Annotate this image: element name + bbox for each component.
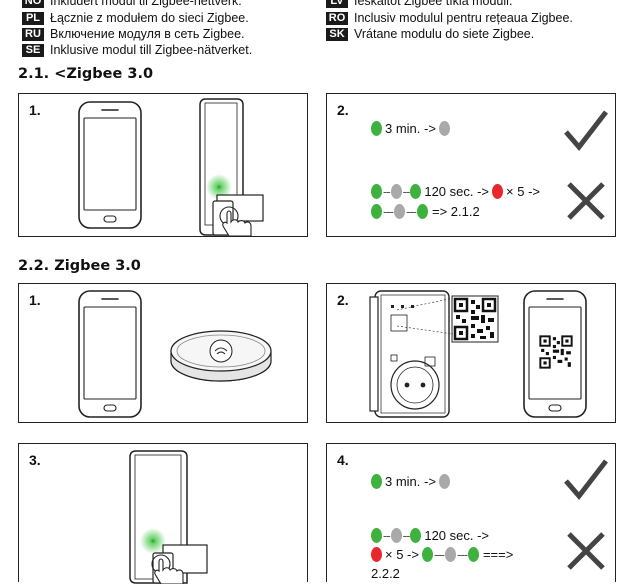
qr-pointer-lines <box>396 297 454 335</box>
step-number: 4. <box>337 452 349 468</box>
fail-sequence-line-1: -- -- 120 sec. -> × 5 -> <box>371 184 540 199</box>
fail-sequence-line-1: -- -- 120 sec. -> <box>371 528 489 543</box>
lang-text: Inkludert modul til Zigbee-nettverk. <box>50 0 242 8</box>
qr-code-icon <box>451 295 499 343</box>
hub-icon <box>170 330 272 382</box>
lang-row-ru: RU Включение модуля в сеть Zigbee. <box>22 27 245 42</box>
led-dot-icon <box>390 184 402 199</box>
step-number: 1. <box>29 102 41 118</box>
lang-row-se: SE Inklusive modul till Zigbee-nätverket… <box>22 43 252 58</box>
lang-row-no: NO Inkludert modul til Zigbee-nettverk. <box>22 0 242 9</box>
lang-text: Łącznie z modułem do sieci Zigbee. <box>50 11 249 25</box>
lang-code-badge: RO <box>326 12 348 25</box>
cross-icon <box>567 182 605 220</box>
step-number: 3. <box>29 452 41 468</box>
led-dot-icon <box>371 184 382 199</box>
sequence-text: × 5 -> <box>385 547 419 562</box>
sequence-text: 3 min. -> <box>385 474 436 489</box>
success-sequence: 3 min. -> <box>371 474 450 489</box>
lang-text: Inclusiv modulul pentru rețeaua Zigbee. <box>354 11 573 25</box>
lang-code-badge: RU <box>22 28 44 41</box>
led-dot-icon <box>394 204 405 219</box>
led-dot-icon <box>371 204 382 219</box>
fail-sequence-line-2: --- --- => 2.1.2 <box>371 204 480 219</box>
led-dot-icon <box>421 547 433 562</box>
sequence-text: × 5 -> <box>506 184 540 199</box>
fail-sequence-line-2: × 5 -> --- --- ===> <box>371 547 513 562</box>
step-panel-2-2-2: 2. <box>326 283 616 423</box>
step-panel-2-2-3: 3. <box>18 443 308 584</box>
hand-press-icon <box>151 554 184 584</box>
lang-row-pl: PL Łącznie z modułem do sieci Zigbee. <box>22 11 249 26</box>
lang-code-badge: NO <box>22 0 44 8</box>
led-dot-icon <box>467 547 479 562</box>
smart-plug-icon <box>369 290 450 418</box>
lang-text: Ieskaitot Zigbee tīkla moduli. <box>354 0 513 8</box>
cross-icon <box>567 532 605 570</box>
hand-press-icon <box>219 206 252 237</box>
led-dot-icon <box>417 204 428 219</box>
smartphone-icon <box>78 290 142 418</box>
lang-row-lv: LV Ieskaitot Zigbee tīkla moduli. <box>326 0 512 9</box>
step-panel-2-2-1: 1. <box>18 283 308 423</box>
qr-code-icon <box>539 335 573 369</box>
step-number: 2. <box>337 102 349 118</box>
lang-row-sk: SK Vrátane modulu do siete Zigbee. <box>326 27 534 42</box>
smartphone-icon <box>523 290 587 418</box>
lang-text: Inklusive modul till Zigbee-nätverket. <box>50 43 253 57</box>
success-sequence: 3 min. -> <box>371 121 450 136</box>
led-dot-icon <box>371 474 382 489</box>
fail-sequence-line-3: 2.2.2 <box>371 566 400 581</box>
step-panel-2-2-4: 4. 3 min. -> -- -- 120 sec. -> × 5 -> --… <box>326 443 616 582</box>
led-dot-icon <box>438 121 450 136</box>
led-dot-icon <box>371 547 382 562</box>
check-icon <box>564 110 608 151</box>
lang-code-badge: LV <box>326 0 348 8</box>
lang-text: Vrátane modulu do siete Zigbee. <box>354 27 535 41</box>
lang-text: Включение модуля в сеть Zigbee. <box>50 27 245 41</box>
sequence-text: => 2.1.2 <box>432 204 480 219</box>
led-dot-icon <box>492 184 504 199</box>
sequence-text: 2.2.2 <box>371 566 400 581</box>
lang-code-badge: SE <box>22 44 44 57</box>
lang-row-ro: RO Inclusiv modulul pentru rețeaua Zigbe… <box>326 11 573 26</box>
smartphone-icon <box>78 101 142 229</box>
step-panel-2-1-2: 2. 3 min. -> -- -- 120 sec. -> × 5 -> --… <box>326 93 616 237</box>
lang-code-badge: PL <box>22 12 44 25</box>
led-dot-icon <box>390 528 402 543</box>
step-panel-2-1-1: 1. <box>18 93 308 237</box>
led-dot-icon <box>371 528 382 543</box>
section-heading-2-2: 2.2. Zigbee 3.0 <box>18 258 141 274</box>
led-dot-icon <box>444 547 456 562</box>
led-dot-icon <box>410 184 422 199</box>
led-dot-icon <box>410 528 422 543</box>
lang-code-badge: SK <box>326 28 348 41</box>
sequence-text: 120 sec. -> <box>424 528 490 543</box>
sequence-text: 120 sec. -> <box>424 184 490 199</box>
smart-plug-icon <box>199 98 264 236</box>
section-heading-2-1: 2.1. <Zigbee 3.0 <box>18 66 154 82</box>
led-dot-icon <box>371 121 382 136</box>
led-dot-icon <box>438 474 450 489</box>
sequence-text: ===> <box>482 547 514 562</box>
step-number: 2. <box>337 292 349 308</box>
sequence-text: 3 min. -> <box>385 121 436 136</box>
check-icon <box>564 459 608 500</box>
step-number: 1. <box>29 292 41 308</box>
